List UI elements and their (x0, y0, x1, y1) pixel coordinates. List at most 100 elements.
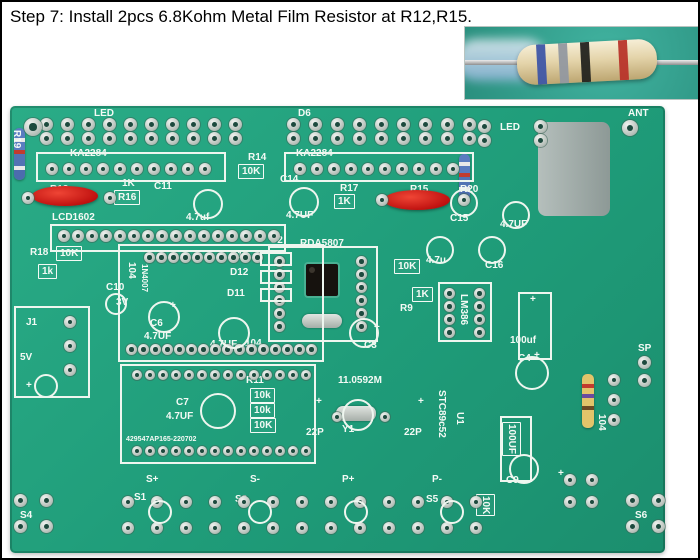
solder-pad (238, 522, 250, 534)
solder-pad (379, 163, 391, 175)
solder-pad (274, 256, 285, 267)
solder-pad (145, 370, 155, 380)
solder-pad (397, 118, 410, 131)
solder-pad (380, 412, 390, 422)
silkscreen-boxed-label: 1K (412, 287, 433, 302)
component-outline-circle (105, 293, 127, 315)
solder-pad (345, 163, 357, 175)
solder-pad (270, 344, 281, 355)
solder-pad (638, 374, 651, 387)
solder-pad (474, 301, 485, 312)
solder-pad (209, 496, 221, 508)
solder-pad (128, 230, 140, 242)
solder-pad (114, 163, 126, 175)
solder-pad (236, 446, 246, 456)
solder-pad (586, 474, 598, 486)
solder-pad (208, 132, 221, 145)
silkscreen-label: P- (432, 474, 442, 485)
solder-pad (652, 494, 665, 507)
solder-pad (40, 520, 53, 533)
solder-pad (249, 370, 259, 380)
solder-pad (441, 118, 454, 131)
solder-pad (608, 374, 620, 386)
silkscreen-boxed-label: 10K (394, 259, 421, 274)
silkscreen-label: S4 (20, 510, 33, 521)
component-outline-circle (344, 500, 368, 524)
solder-pad (287, 132, 300, 145)
solder-pad (198, 230, 210, 242)
silkscreen-label: 100uf (510, 335, 537, 346)
component-outline-rect (438, 282, 492, 342)
solder-pad (210, 370, 220, 380)
solder-pad (82, 118, 95, 131)
resistor-color-band (536, 44, 548, 85)
silkscreen-label: R11 (246, 375, 264, 386)
solder-pad (184, 230, 196, 242)
solder-pad (58, 230, 70, 242)
highlight-R15 (384, 190, 450, 210)
step-title: Step 7: Install 2pcs 6.8Kohm Metal Film … (10, 7, 473, 26)
solder-pad (210, 344, 221, 355)
silkscreen-label: + (316, 396, 322, 407)
silkscreen-label: LED (94, 108, 114, 119)
component-outline-circle (248, 500, 272, 524)
component-outline-circle (148, 500, 172, 524)
silkscreen-boxed-label: 1K (334, 194, 355, 209)
solder-pad (474, 314, 485, 325)
solder-pad (145, 132, 158, 145)
solder-pad (126, 344, 137, 355)
solder-pad (64, 364, 76, 376)
solder-pad (238, 496, 250, 508)
solder-pad (444, 327, 455, 338)
silkscreen-boxed-label: 10K (56, 246, 83, 261)
silkscreen-label: + (530, 294, 536, 305)
silkscreen-boxed-label: 10k (250, 388, 275, 403)
component-outline-circle (218, 317, 250, 349)
solder-pad (40, 494, 53, 507)
silkscreen-label: 104 (245, 338, 262, 349)
silkscreen-label: C16 (485, 260, 504, 271)
solder-pad (282, 344, 293, 355)
silkscreen-label: R14 (248, 152, 267, 163)
solder-pad (626, 520, 639, 533)
solder-pad (236, 370, 246, 380)
resistor-body (516, 38, 658, 86)
silkscreen-label: 104 (126, 262, 137, 279)
component-outline-rect (118, 244, 324, 362)
solder-pad (180, 252, 191, 263)
solder-pad (180, 496, 192, 508)
solder-pad (288, 446, 298, 456)
solder-pad (463, 132, 476, 145)
solder-pad (229, 132, 242, 145)
silkscreen-label: S- (250, 474, 260, 485)
solder-pad (124, 132, 137, 145)
silkscreen-label: D13 (230, 250, 248, 261)
solder-pad (309, 118, 322, 131)
solder-pad (362, 163, 374, 175)
silkscreen-label: D6 (298, 108, 311, 119)
solder-pad (145, 446, 155, 456)
solder-pad (122, 522, 134, 534)
solder-pad (226, 230, 238, 242)
solder-pad (274, 321, 285, 332)
solder-pad (331, 118, 344, 131)
solder-pad (97, 163, 109, 175)
component-outline-rect (268, 246, 378, 342)
solder-pad (383, 496, 395, 508)
solder-pad (142, 230, 154, 242)
solder-pad (114, 230, 126, 242)
solder-pad (274, 282, 285, 293)
solder-pad (444, 314, 455, 325)
component-outline-rect (260, 252, 292, 266)
component-outline-rect (120, 364, 316, 464)
solder-pad (376, 194, 388, 206)
solder-pad (148, 163, 160, 175)
silkscreen-label: S1 (134, 492, 147, 503)
solder-pad (375, 118, 388, 131)
solder-pad (216, 252, 227, 263)
solder-pad (294, 163, 306, 175)
solder-pad (564, 474, 576, 486)
component-outline-circle (426, 236, 454, 264)
solder-pad (354, 522, 366, 534)
solder-pad (192, 252, 203, 263)
